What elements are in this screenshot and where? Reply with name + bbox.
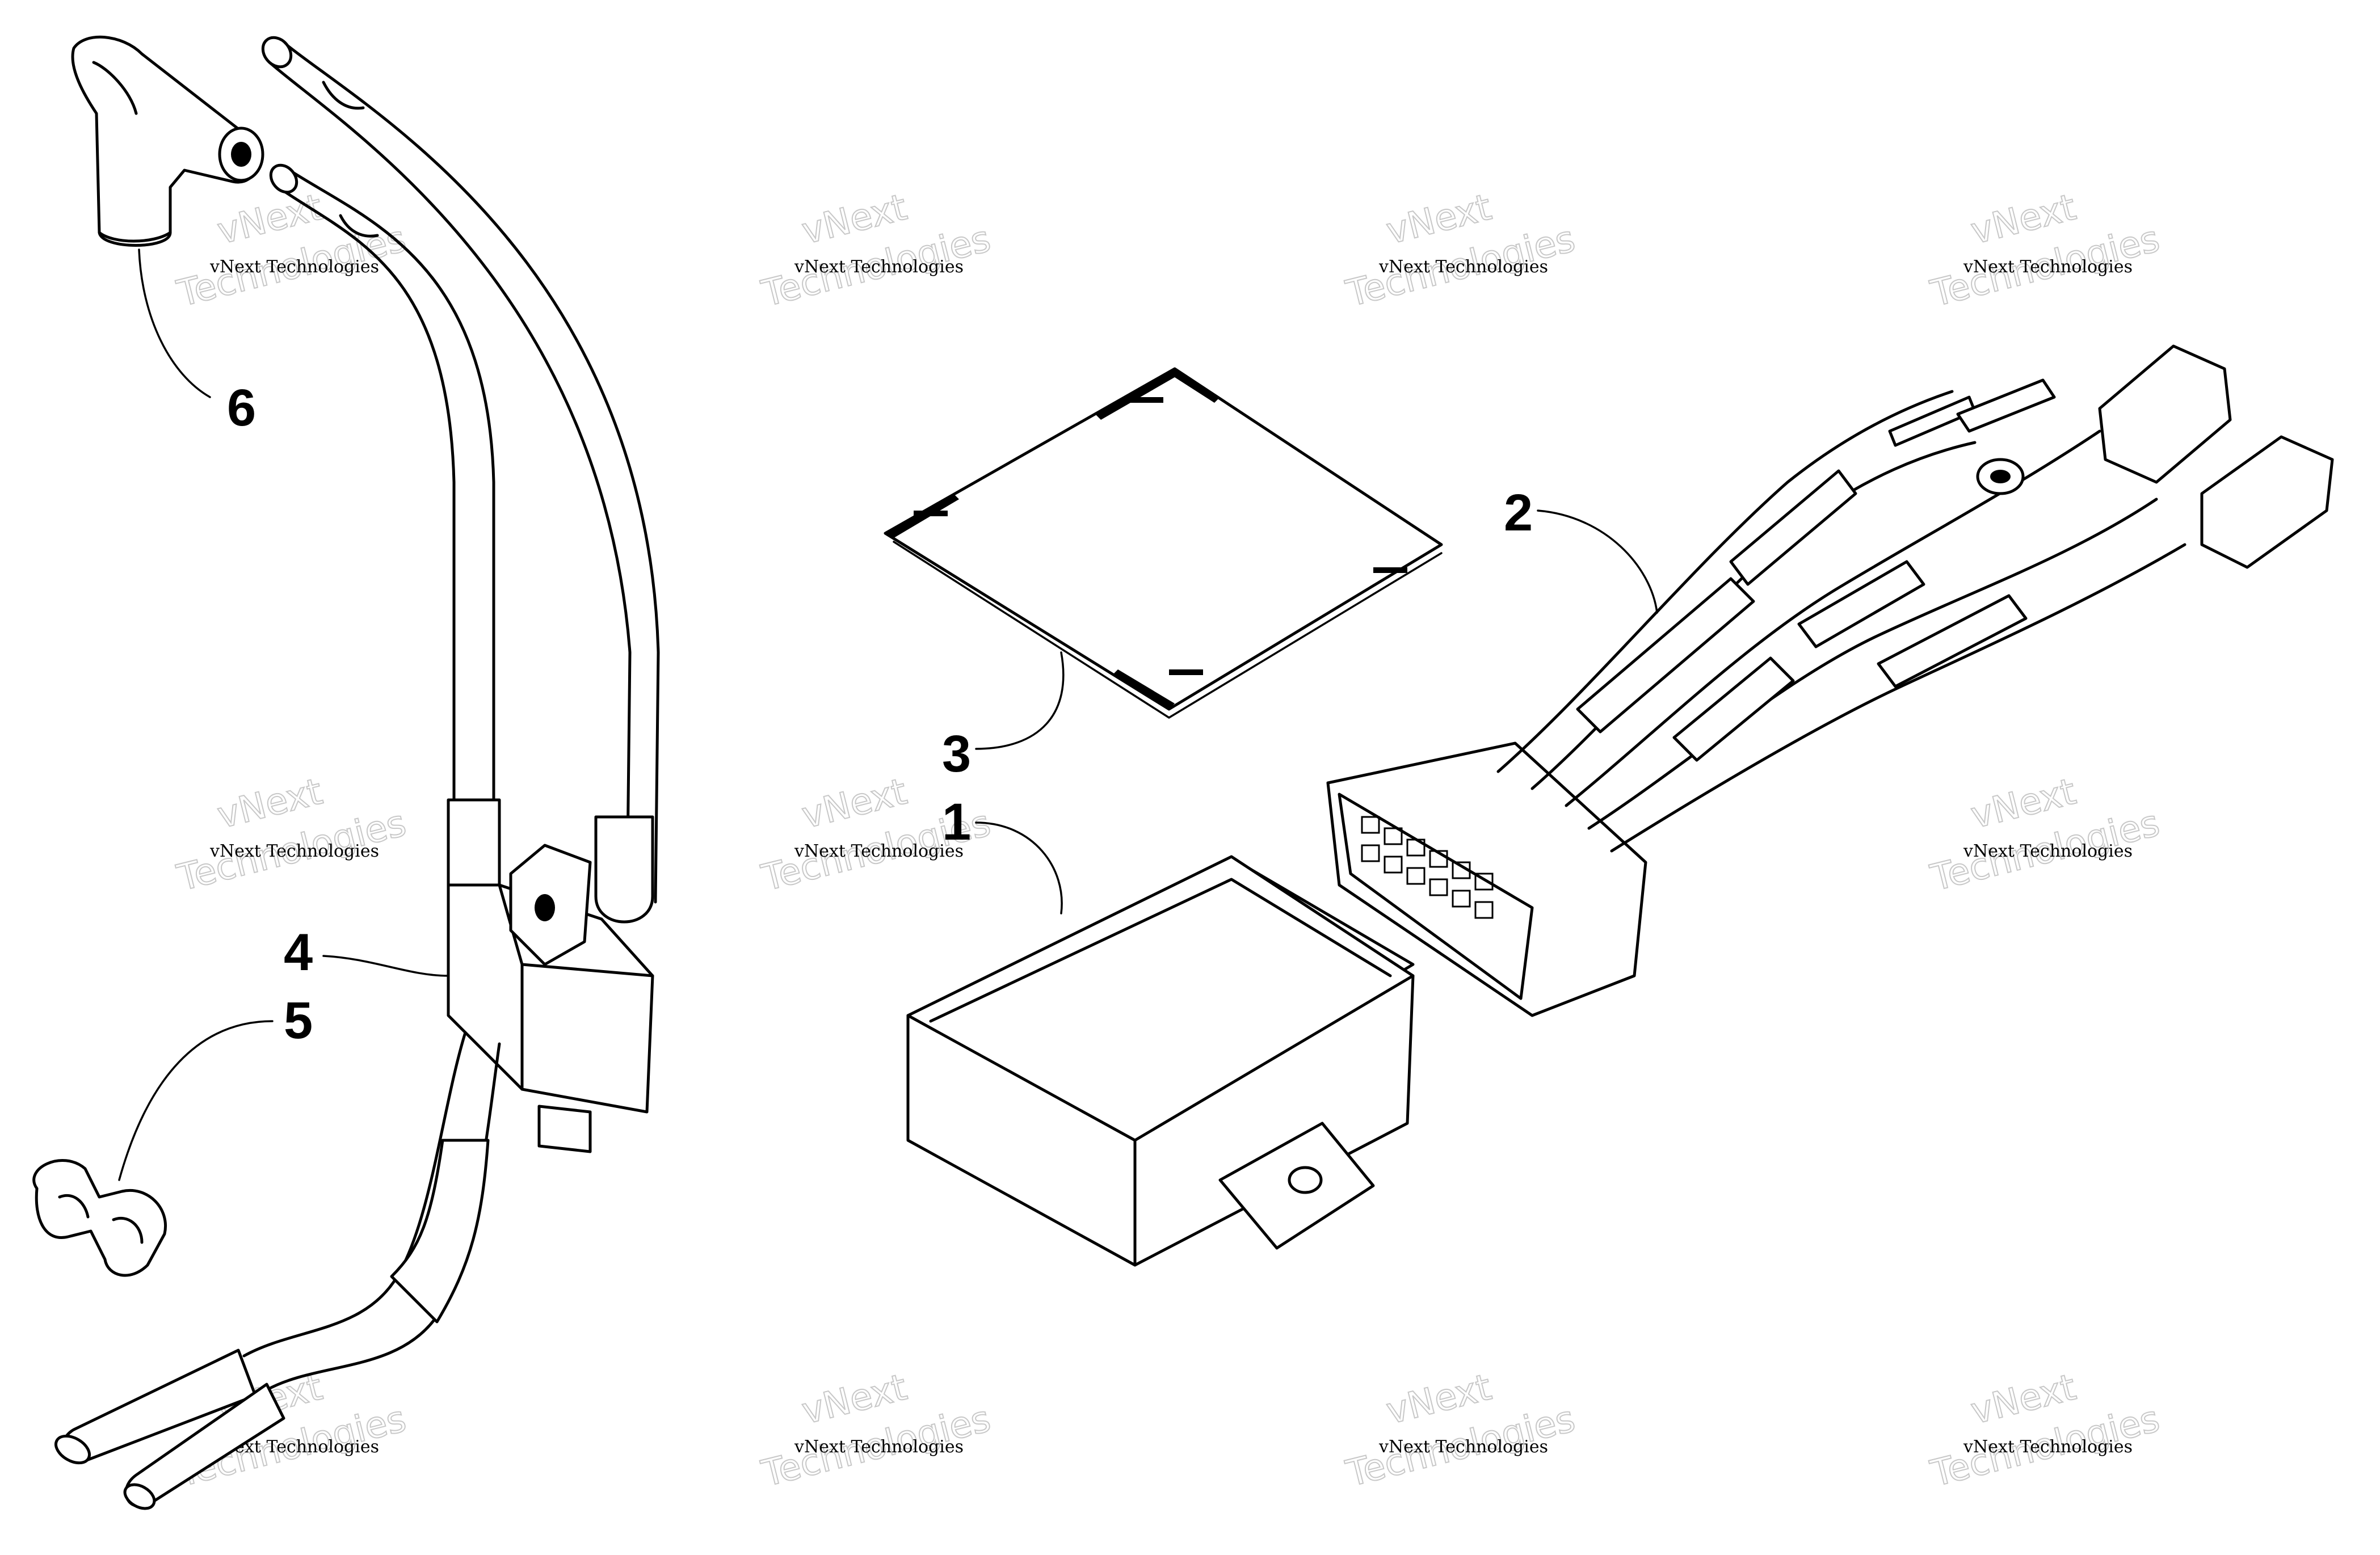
watermark-small: vNext Technologies (209, 257, 379, 277)
watermark-small: vNext Technologies (794, 841, 964, 861)
callout-labels: 1 2 3 4 5 6 (227, 379, 1533, 1050)
callout-2: 2 (1504, 484, 1533, 542)
callout-5: 5 (284, 992, 313, 1050)
leader-lines (118, 248, 1658, 1181)
cdi-module (906, 855, 1415, 1267)
watermark-small: vNext Technologies (794, 257, 964, 277)
callout-6: 6 (227, 379, 256, 437)
watermark-small: vNext Technologies (794, 1437, 964, 1457)
watermark-small: vNext Technologies (1963, 1437, 2133, 1457)
adhesive-pad (884, 367, 1443, 719)
watermark-small: vNext Technologies (1963, 841, 2133, 861)
wire-harness (1326, 344, 2334, 1017)
wire-clip (32, 1159, 167, 1277)
callout-3: 3 (942, 725, 971, 783)
watermark-small: vNext Technologies (209, 841, 379, 861)
watermark-small: vNext Technologies (1378, 257, 1548, 277)
callout-4: 4 (284, 924, 313, 981)
callout-1: 1 (942, 793, 971, 851)
watermark-small: vNext Technologies (1963, 257, 2133, 277)
spark-plug-cap (71, 35, 264, 247)
ignition-coil (54, 36, 660, 1510)
watermark-small: vNext Technologies (1378, 1437, 1548, 1457)
